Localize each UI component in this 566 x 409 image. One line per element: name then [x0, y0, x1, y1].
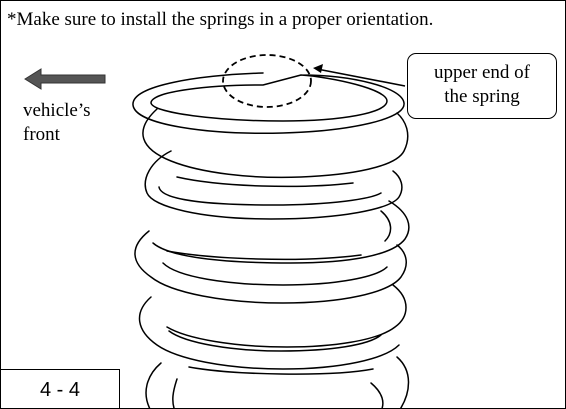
spring-coil-5: [145, 356, 410, 408]
vehicle-front-label: vehicle’s front: [23, 99, 91, 147]
spring-coil-2: [142, 108, 409, 220]
installation-note: *Make sure to install the springs in a p…: [7, 9, 434, 30]
callout-line-1: upper end of: [433, 62, 531, 83]
leader-arrowhead: [313, 64, 323, 73]
upper-end-callout: upper end of the spring: [407, 53, 557, 119]
front-label-line-1: vehicle’s: [23, 100, 91, 121]
spring-coil-1: [132, 72, 405, 134]
page-number: 4 - 4: [1, 369, 120, 408]
callout-leader-line: [316, 68, 406, 87]
spring-coil-4: [138, 284, 407, 370]
spring-coil-3: [134, 200, 410, 304]
callout-line-2: the spring: [444, 86, 520, 107]
front-label-line-2: front: [23, 124, 60, 145]
left-arrow-icon: [24, 68, 106, 90]
upper-end-highlight: [222, 54, 312, 108]
